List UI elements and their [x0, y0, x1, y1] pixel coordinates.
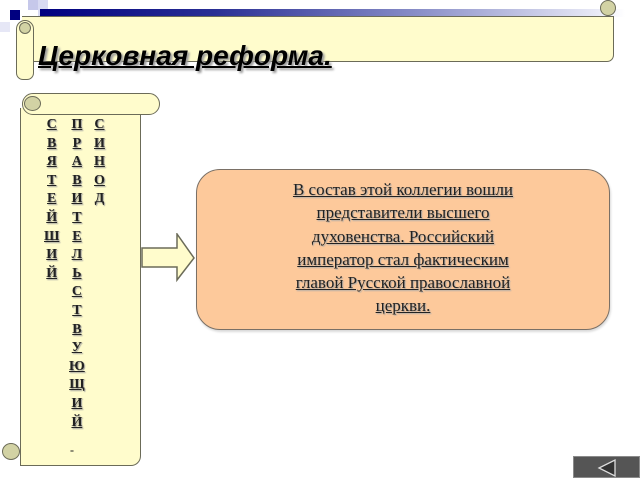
scroll-curl-icon — [2, 443, 20, 460]
title-scroll-body — [22, 16, 614, 62]
letter: Ь — [72, 265, 82, 281]
info-box — [196, 169, 610, 330]
letter: Р — [72, 135, 82, 151]
letter: С — [46, 117, 57, 132]
title-scroll-left-curl — [16, 20, 34, 80]
letter: С — [71, 284, 82, 300]
letter: Д — [94, 191, 105, 207]
letter: Л — [71, 247, 83, 263]
trailing-dash: - — [70, 443, 74, 457]
letter: А — [71, 154, 82, 170]
letter: В — [72, 172, 82, 188]
word-column-sinod: С И Н О Д — [94, 116, 105, 209]
scroll-curl-icon — [19, 22, 31, 34]
letter: Н — [94, 154, 105, 170]
letter: Щ — [69, 377, 85, 393]
decor-square — [28, 0, 40, 10]
info-line: главой Русской православной — [295, 273, 511, 293]
header-gradient-bar — [40, 9, 625, 17]
letter: Е — [47, 191, 57, 207]
letter: С — [94, 117, 105, 132]
decor-square-navy — [10, 10, 20, 20]
info-line: церкви. — [375, 296, 431, 316]
decor-square — [0, 22, 10, 32]
slide-title: Церковная реформа. — [38, 40, 332, 71]
letter: У — [71, 340, 83, 356]
letter: Я — [46, 154, 57, 170]
letter: В — [47, 135, 57, 151]
letter: Т — [72, 302, 82, 318]
scroll-curl-icon — [24, 96, 41, 111]
letter: Й — [46, 265, 58, 281]
word-column-svyateyshiy: С В Я Т Е Й Ш И Й — [44, 116, 59, 283]
decor-square — [38, 0, 48, 16]
back-button[interactable] — [573, 456, 640, 478]
info-line: духовенства. Российский — [311, 226, 495, 246]
letter: И — [71, 395, 83, 411]
letter: В — [72, 321, 82, 337]
letter: Т — [47, 172, 57, 188]
letter: И — [94, 135, 105, 151]
letter: И — [71, 191, 83, 207]
info-line: В состав этой коллегии вошли — [292, 180, 514, 199]
letter: Е — [72, 228, 82, 244]
letter: Ш — [44, 228, 60, 244]
arrow-right-icon — [141, 233, 195, 283]
letter: П — [71, 117, 83, 132]
vertical-scroll-top-roll — [22, 93, 160, 115]
vertical-scroll-body — [20, 108, 141, 466]
scroll-curl-icon — [600, 0, 616, 16]
triangle-left-icon — [597, 458, 616, 478]
info-line: представители высшего — [316, 203, 490, 223]
letter: Ю — [69, 358, 85, 374]
letter: Й — [71, 414, 83, 430]
info-text: В состав этой коллегии вошли представите… — [248, 178, 558, 318]
word-column-pravitelstvuyushchiy: П Р А В И Т Е Л Ь С Т В У Ю Щ И Й — [69, 116, 85, 432]
letter: Й — [46, 209, 58, 225]
info-line: император стал фактическим — [297, 249, 509, 269]
letter: Т — [72, 209, 82, 225]
letter: О — [94, 172, 105, 188]
letter: И — [46, 247, 58, 263]
